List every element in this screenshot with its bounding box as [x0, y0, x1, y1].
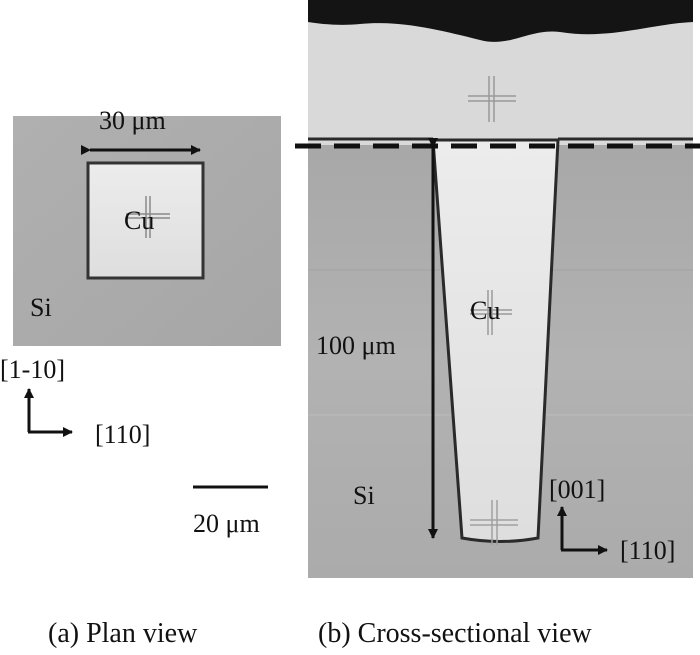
plan-view-width-label: 30 μm	[99, 106, 166, 135]
plan-view-crosshair-mark	[126, 196, 170, 238]
cross-section-crosshair-mark-bottom	[470, 500, 518, 545]
depth-label: 100 μm	[316, 331, 396, 360]
scale-bar-label: 20 μm	[193, 509, 260, 538]
cross-section-crosshair-mark-top	[468, 76, 516, 122]
cross-section-cu-via	[431, 138, 560, 543]
plan-view-cu-label: Cu	[124, 206, 155, 235]
cross-section-axes	[557, 506, 608, 555]
cross-section-crosshair-mark-middle	[470, 290, 512, 335]
cross-section-axis-right-label: [110]	[620, 536, 676, 565]
plan-view-axis-right-label: [110]	[95, 420, 151, 449]
cross-section-cu-label: Cu	[470, 296, 501, 325]
plan-view-si-label: Si	[30, 293, 52, 322]
plan-view-axes	[24, 388, 73, 437]
caption-cross-sectional-view: (b) Cross-sectional view	[318, 618, 592, 649]
cross-section-micrograph	[308, 0, 693, 578]
cross-section-axis-up-label: [001]	[549, 475, 606, 504]
plan-view-axis-up-label: [1-10]	[0, 355, 65, 384]
plan-view-micrograph	[13, 116, 281, 346]
cross-section-mount-top	[308, 0, 693, 42]
caption-plan-view: (a) Plan view	[48, 618, 198, 649]
cross-section-si-label: Si	[353, 481, 375, 510]
